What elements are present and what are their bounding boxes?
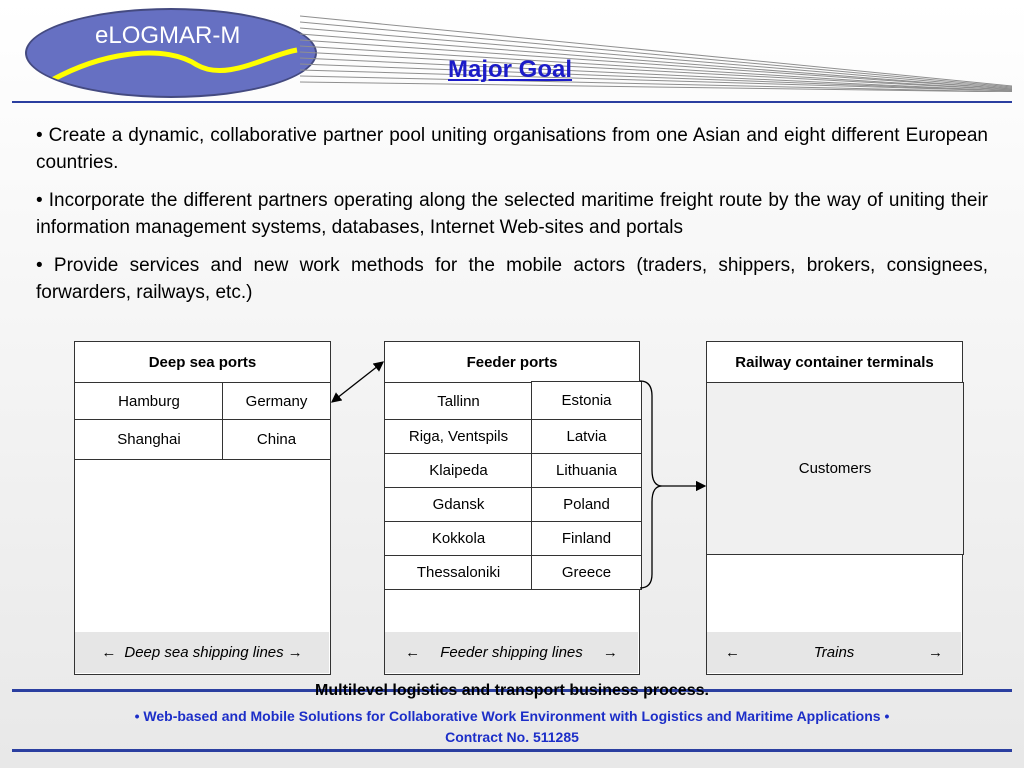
deep-sea-header: Deep sea ports xyxy=(74,341,331,383)
feeder-country: Lithuania xyxy=(531,453,642,488)
header-divider xyxy=(12,101,1012,103)
deep-sea-footer-label: Deep sea shipping lines xyxy=(124,644,284,661)
feeder-country: Finland xyxy=(531,521,642,556)
bullet-item: • Provide services and new work methods … xyxy=(36,255,988,303)
railway-footer-label: Trains xyxy=(813,644,855,661)
footer-line-2: Contract No. 511285 xyxy=(445,729,579,745)
left-arrow-icon: ← xyxy=(101,644,117,661)
bullet-item: • Create a dynamic, collaborative partne… xyxy=(36,125,988,173)
bullet-list: • Create a dynamic, collaborative partne… xyxy=(36,122,988,317)
header-lines-decoration xyxy=(300,15,1012,92)
logo: eLOGMAR-M xyxy=(25,8,317,98)
diagram-caption: Multilevel logistics and transport busin… xyxy=(315,682,709,699)
feeder-footer-label: Feeder shipping lines xyxy=(440,644,583,661)
right-arrow-icon: → xyxy=(602,644,618,661)
deep-sea-footer: ← Deep sea shipping lines → xyxy=(75,632,329,673)
deep-sea-country: China xyxy=(222,419,331,460)
right-arrow-icon: → xyxy=(287,644,303,661)
feeder-city: Riga, Ventspils xyxy=(384,419,533,454)
deep-sea-city: Hamburg xyxy=(74,382,224,420)
deep-sea-country: Germany xyxy=(222,382,331,420)
feeder-footer: ← Feeder shipping lines → xyxy=(385,632,638,673)
feeder-city: Thessaloniki xyxy=(384,555,533,590)
logo-swoosh xyxy=(50,47,298,83)
deep-sea-city: Shanghai xyxy=(74,419,224,460)
footer-text: • Web-based and Mobile Solutions for Col… xyxy=(40,706,984,748)
feeder-city: Tallinn xyxy=(384,382,533,421)
left-arrow-icon: ← xyxy=(725,644,740,661)
footer-line-1: • Web-based and Mobile Solutions for Col… xyxy=(134,708,890,724)
double-arrow-icon xyxy=(330,361,385,403)
logo-text: eLOGMAR-M xyxy=(95,22,241,49)
feeder-city: Gdansk xyxy=(384,487,533,522)
feeder-country: Poland xyxy=(531,487,642,522)
footer-divider-top xyxy=(12,689,1012,692)
bullet-item: • Incorporate the different partners ope… xyxy=(36,190,988,238)
feeder-country: Greece xyxy=(531,555,642,590)
brace-icon xyxy=(639,380,663,589)
left-arrow-icon: ← xyxy=(405,644,421,661)
page-title: Major Goal xyxy=(448,56,573,83)
right-arrow-icon: → xyxy=(928,644,943,661)
footer-divider-bottom xyxy=(12,749,1012,752)
railway-header: Railway container terminals xyxy=(706,341,963,383)
railway-footer: ← Trains → xyxy=(707,632,961,673)
feeder-country: Estonia xyxy=(531,381,642,420)
customers-box: Customers xyxy=(706,382,964,555)
feeder-city: Klaipeda xyxy=(384,453,533,488)
